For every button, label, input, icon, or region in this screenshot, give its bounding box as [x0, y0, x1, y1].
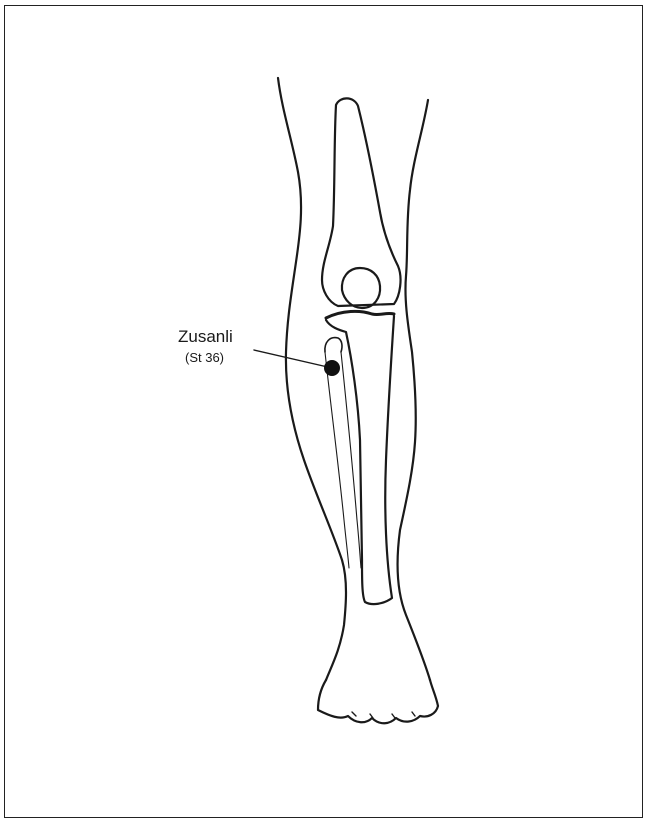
acupoint-name-label: Zusanli — [178, 327, 233, 347]
leg-outline-left — [278, 78, 346, 680]
patella-bone — [342, 268, 380, 308]
toe-marks — [352, 712, 415, 718]
label-leader-line — [254, 350, 332, 368]
acupoint-code-label: (St 36) — [185, 350, 224, 365]
leg-outline-right — [398, 100, 430, 680]
knee-joint-line — [326, 311, 394, 318]
fibula-shaft-outer — [325, 352, 349, 568]
zusanli-point-marker — [325, 361, 340, 376]
foot-outline — [318, 680, 438, 723]
femur-bone — [322, 98, 401, 306]
fibula-head — [325, 338, 342, 352]
fibula-shaft-inner — [341, 352, 361, 568]
